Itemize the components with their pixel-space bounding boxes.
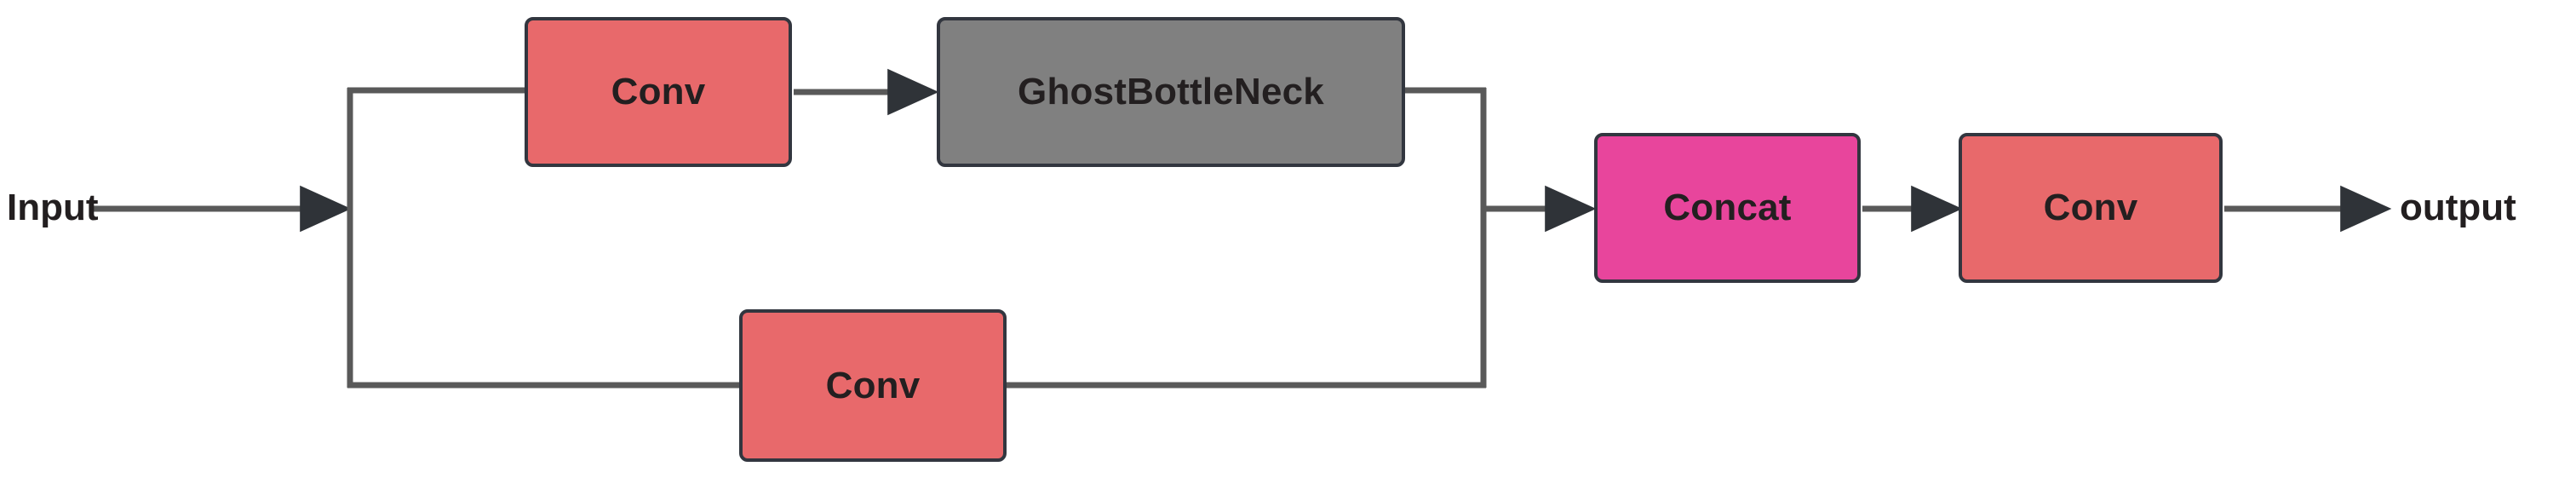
output-label: output	[2400, 187, 2516, 228]
node-conv-bottom[interactable]: Conv	[739, 309, 1007, 462]
node-ghost-bottleneck[interactable]: GhostBottleNeck	[937, 17, 1405, 167]
node-concat[interactable]: Concat	[1594, 133, 1861, 283]
node-conv-top[interactable]: Conv	[525, 17, 792, 167]
node-conv-output[interactable]: Conv	[1959, 133, 2223, 283]
input-label: Input	[7, 187, 99, 228]
